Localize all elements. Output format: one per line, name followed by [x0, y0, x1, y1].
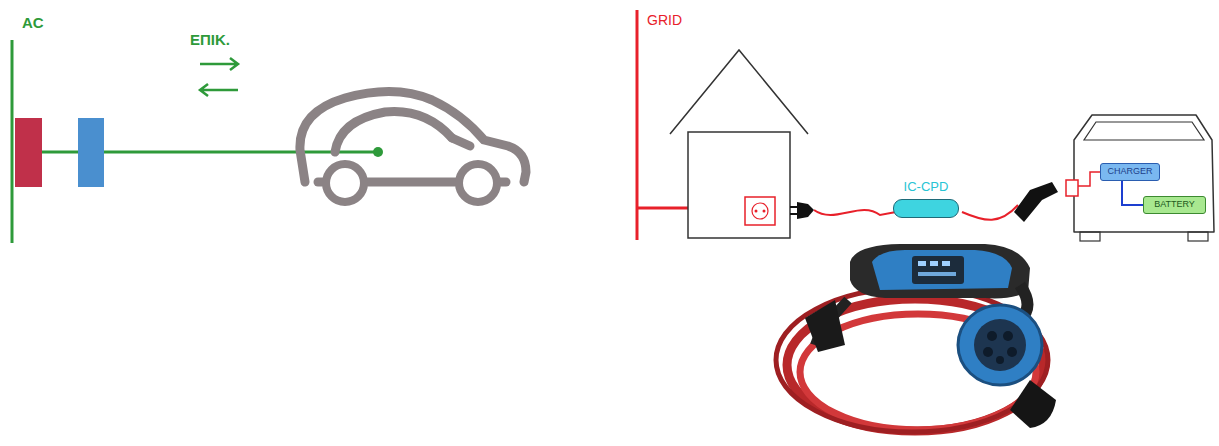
plug-pin	[790, 213, 797, 215]
grid-line	[636, 10, 639, 240]
battery-box: BATTERY	[1143, 196, 1206, 214]
meter-block	[78, 118, 104, 187]
van-window	[1084, 122, 1204, 140]
node-text: CHARGER	[1107, 167, 1152, 177]
socket-face	[752, 203, 768, 219]
connector-line	[1122, 181, 1143, 205]
inlet-wire	[1078, 172, 1100, 186]
cable	[962, 205, 1018, 220]
ac-bus-line	[11, 40, 14, 243]
van-wheel	[1080, 232, 1100, 241]
vehicle-connector	[1014, 182, 1058, 222]
communication-arrows	[200, 58, 238, 96]
socket-hole	[763, 210, 766, 213]
wall-socket	[745, 197, 775, 225]
bus-label: AC	[22, 14, 44, 31]
charger-box: CHARGER	[1100, 163, 1160, 181]
communication-label: ΕΠΙΚ.	[190, 31, 230, 48]
cable	[814, 210, 896, 215]
plug-pin	[790, 206, 797, 208]
ic-cpd-device: IC-CPD	[884, 180, 968, 218]
node-text: IC-CPD	[904, 180, 949, 194]
car-wheel	[459, 164, 497, 202]
grid-label: GRID	[647, 12, 682, 28]
grid-feed-line	[637, 207, 688, 210]
vehicle-inlet	[1066, 180, 1078, 196]
socket-hole	[755, 210, 758, 213]
mains-plug	[797, 202, 814, 219]
house-walls	[688, 132, 790, 238]
van-wheel	[1188, 232, 1208, 241]
charging-cable-photo	[776, 244, 1056, 432]
ic-cpd-pill	[893, 199, 959, 218]
house-roof	[670, 50, 808, 134]
node-text: BATTERY	[1154, 200, 1195, 210]
van-body	[1074, 115, 1214, 232]
car-wheel	[326, 164, 364, 202]
protection-block	[15, 118, 42, 187]
charge-port-dot	[373, 147, 383, 157]
